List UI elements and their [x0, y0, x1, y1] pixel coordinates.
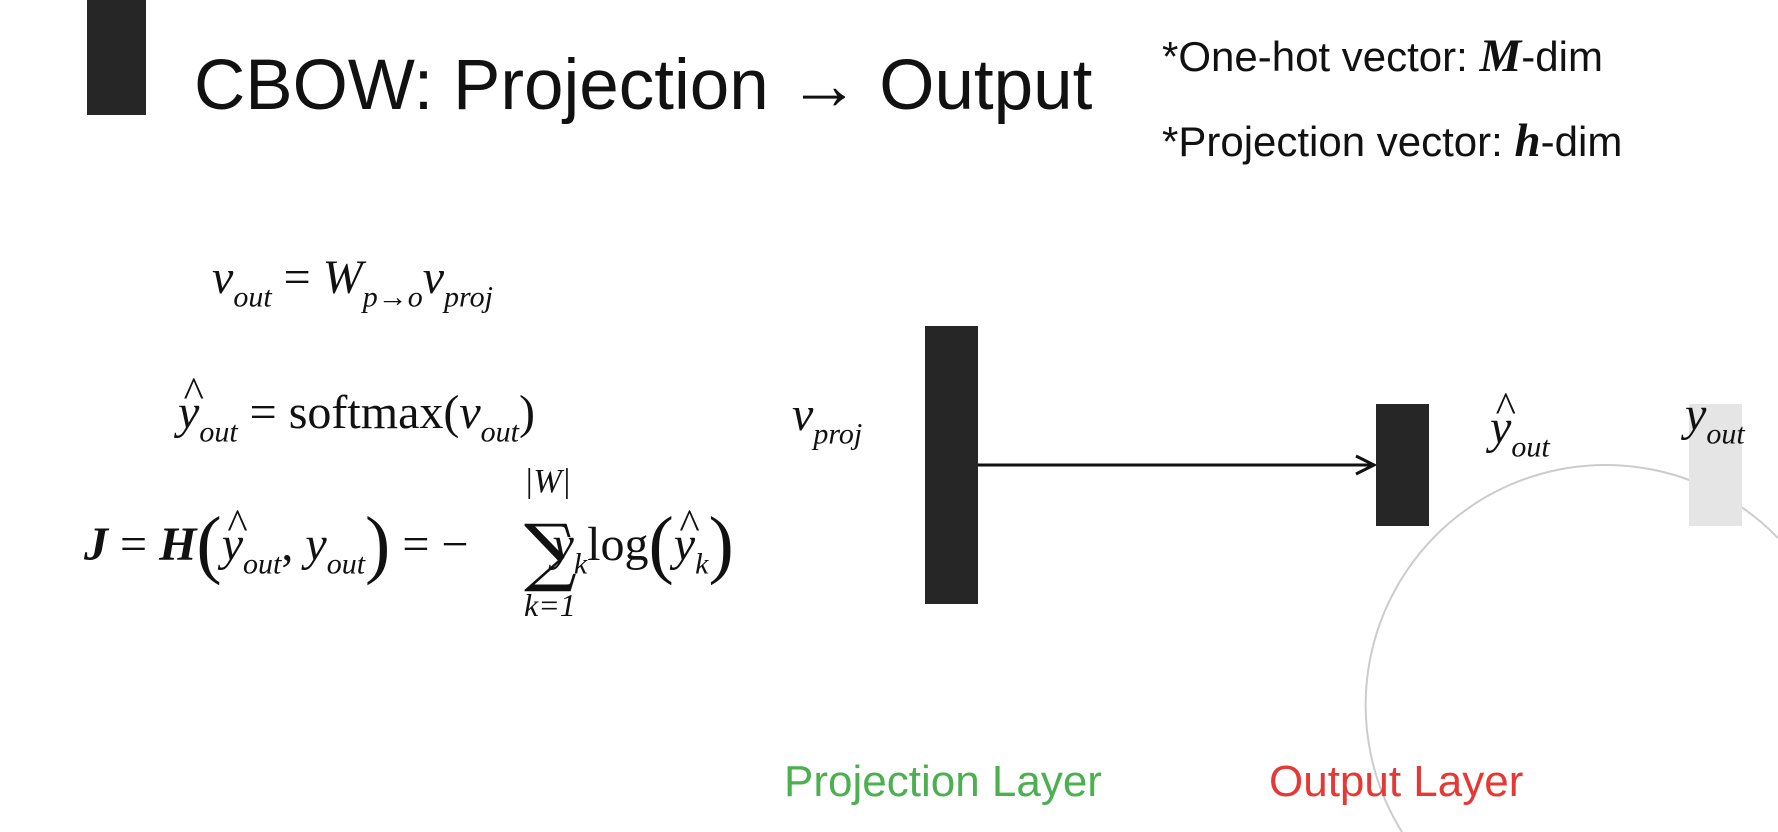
eq3-yk-sub: k [573, 547, 588, 581]
eq1-vector: v [422, 251, 445, 304]
eq2-op: = [237, 386, 289, 439]
diagram-label-vproj: vproj [792, 385, 862, 449]
note-one-hot-dim: *One-hot vector: M-dim [1162, 30, 1603, 83]
sigma-symbol: ∑ [524, 509, 577, 595]
eq3-yhatk: y [674, 496, 700, 575]
yhat-symbol: y [1490, 379, 1516, 458]
eq2-right-paren: ) [519, 386, 535, 439]
eq2-arg-sub: out [480, 415, 520, 449]
equation-vout: vout = Wp→ovproj [212, 248, 493, 312]
eq3-J: J [84, 518, 108, 571]
eq1-op: = [271, 251, 323, 304]
projection-vector-bar [925, 326, 978, 604]
diagram-label-yhat: yout [1490, 379, 1550, 462]
eq3-y-sub: out [326, 547, 366, 581]
decorative-circle-arc [1364, 464, 1778, 832]
eq3-equals: = [108, 518, 160, 571]
eq1-weight: W [322, 251, 363, 304]
eq1-lhs-sub: out [233, 280, 272, 314]
sum-upper-limit: |W| [524, 463, 572, 500]
eq3-left-paren: ( [196, 502, 222, 587]
eq3-equals-minus: = − [390, 518, 481, 571]
eq3-yhatk-sub: k [695, 547, 709, 581]
note-one-hot-var: M [1479, 30, 1522, 82]
eq3-right-paren-2: ) [708, 502, 734, 587]
note-projection-prefix: *Projection vector: [1162, 118, 1515, 165]
vproj-sub: proj [813, 417, 863, 451]
y-sub: out [1706, 417, 1745, 451]
target-vector-bar [1689, 404, 1742, 526]
title-accent-bar [87, 0, 146, 115]
note-one-hot-prefix: *One-hot vector: [1162, 33, 1480, 80]
output-layer-label: Output Layer [1269, 757, 1524, 806]
output-vector-bar [1376, 404, 1429, 526]
note-projection-var: h [1514, 115, 1541, 167]
eq3-comma: , [281, 518, 306, 571]
eq1-weight-sub: p→o [362, 280, 423, 314]
eq3-left-paren-2: ( [648, 502, 674, 587]
projection-layer-label: Projection Layer [784, 757, 1102, 806]
equation-softmax: yout = softmax(vout) [178, 364, 535, 447]
eq2-function: softmax [288, 386, 444, 439]
eq3-y: y [305, 518, 327, 571]
slide-title: CBOW: Projection → Output [194, 46, 1093, 125]
eq1-lhs: v [212, 251, 234, 304]
note-projection-suffix: -dim [1540, 118, 1623, 165]
eq3-H: H [159, 518, 197, 571]
sum-lower-limit: k=1 [524, 587, 576, 623]
note-projection-dim: *Projection vector: h-dim [1162, 115, 1622, 168]
eq3-yhat-sub: out [243, 547, 282, 581]
diagram-label-y: yout [1685, 385, 1745, 449]
eq3-right-paren: ) [365, 502, 391, 587]
vproj-symbol: v [792, 388, 814, 441]
eq3-log: log [587, 518, 649, 571]
eq2-lhs: y [178, 364, 204, 443]
eq1-vector-sub: proj [444, 280, 493, 314]
yhat-sub: out [1511, 430, 1550, 464]
equation-cross-entropy: J = H(yout, yout) = − yklog(yk) [84, 496, 734, 582]
y-symbol: y [1685, 388, 1707, 441]
eq3-yk: y [552, 518, 574, 571]
eq2-arg: v [459, 386, 481, 439]
arrow-head [1355, 454, 1378, 476]
note-one-hot-suffix: -dim [1521, 33, 1603, 80]
eq3-yhat: y [222, 496, 248, 575]
eq2-left-paren: ( [443, 386, 460, 439]
eq2-lhs-sub: out [199, 415, 238, 449]
